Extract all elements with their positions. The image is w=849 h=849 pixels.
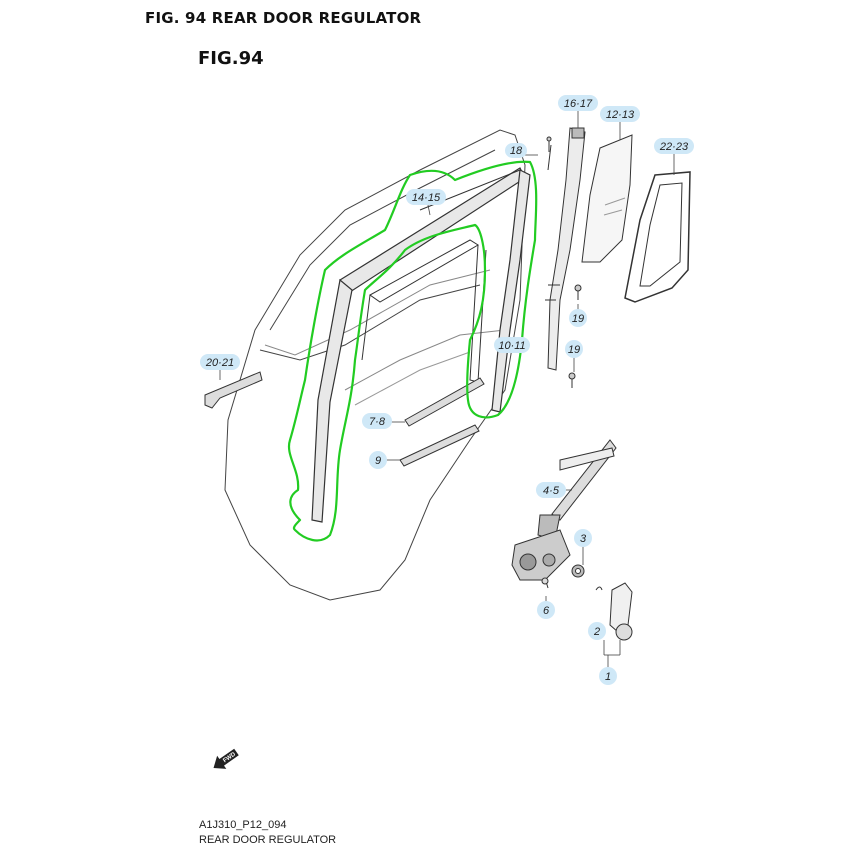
callouts: 16·17 12·13 22·23 18 14·15 20·21 10·11 1… bbox=[200, 95, 694, 685]
callout-4-5: 4·5 bbox=[536, 482, 566, 498]
svg-text:14·15: 14·15 bbox=[412, 192, 441, 204]
quarter-window-part bbox=[624, 171, 691, 303]
run-channel-part bbox=[545, 127, 586, 371]
callout-7-8: 7·8 bbox=[362, 413, 392, 429]
svg-text:22·23: 22·23 bbox=[659, 141, 689, 153]
diagram-caption: REAR DOOR REGULATOR bbox=[199, 834, 337, 846]
callout-19-lower: 19 bbox=[565, 340, 583, 358]
leader-lines bbox=[219, 110, 675, 668]
figure-label: FIG.94 bbox=[198, 48, 264, 69]
callout-20-21: 20·21 bbox=[200, 354, 240, 370]
svg-text:12·13: 12·13 bbox=[606, 109, 635, 121]
svg-text:10·11: 10·11 bbox=[498, 340, 525, 352]
door-glass-part bbox=[581, 134, 633, 263]
diagram-code: A1J310_P12_094 bbox=[199, 819, 287, 831]
page-title: FIG. 94 REAR DOOR REGULATOR bbox=[145, 9, 422, 27]
callout-2: 2 bbox=[588, 622, 606, 640]
svg-text:1: 1 bbox=[605, 671, 611, 683]
svg-text:19: 19 bbox=[568, 344, 580, 356]
fasteners bbox=[546, 136, 582, 388]
callout-10-11: 10·11 bbox=[494, 337, 530, 353]
fwd-arrow-icon: FWD bbox=[213, 748, 239, 769]
callout-14-15: 14·15 bbox=[406, 189, 446, 205]
callout-22-23: 22·23 bbox=[654, 138, 694, 154]
callout-19-upper: 19 bbox=[569, 309, 587, 327]
svg-text:16·17: 16·17 bbox=[564, 98, 593, 110]
svg-text:4·5: 4·5 bbox=[543, 485, 560, 497]
svg-text:3: 3 bbox=[580, 533, 587, 545]
svg-text:19: 19 bbox=[572, 313, 584, 325]
svg-text:9: 9 bbox=[375, 455, 381, 467]
callout-9: 9 bbox=[369, 451, 387, 469]
weatherstrip-pieces bbox=[399, 377, 485, 467]
svg-text:18: 18 bbox=[510, 145, 523, 157]
svg-text:7·8: 7·8 bbox=[369, 416, 386, 428]
molding-part bbox=[204, 371, 263, 409]
window-handle-part bbox=[595, 582, 633, 641]
svg-text:2: 2 bbox=[593, 626, 600, 638]
callout-18: 18 bbox=[505, 143, 527, 158]
svg-text:20·21: 20·21 bbox=[205, 357, 234, 369]
callout-12-13: 12·13 bbox=[600, 106, 640, 122]
callout-6: 6 bbox=[537, 601, 555, 619]
callout-1: 1 bbox=[599, 667, 617, 685]
callout-3: 3 bbox=[574, 529, 592, 547]
highlight-outline bbox=[287, 160, 538, 542]
regulator-assembly bbox=[511, 439, 617, 589]
callout-16-17: 16·17 bbox=[558, 95, 598, 111]
svg-text:6: 6 bbox=[543, 605, 550, 617]
door-panel bbox=[224, 129, 526, 601]
